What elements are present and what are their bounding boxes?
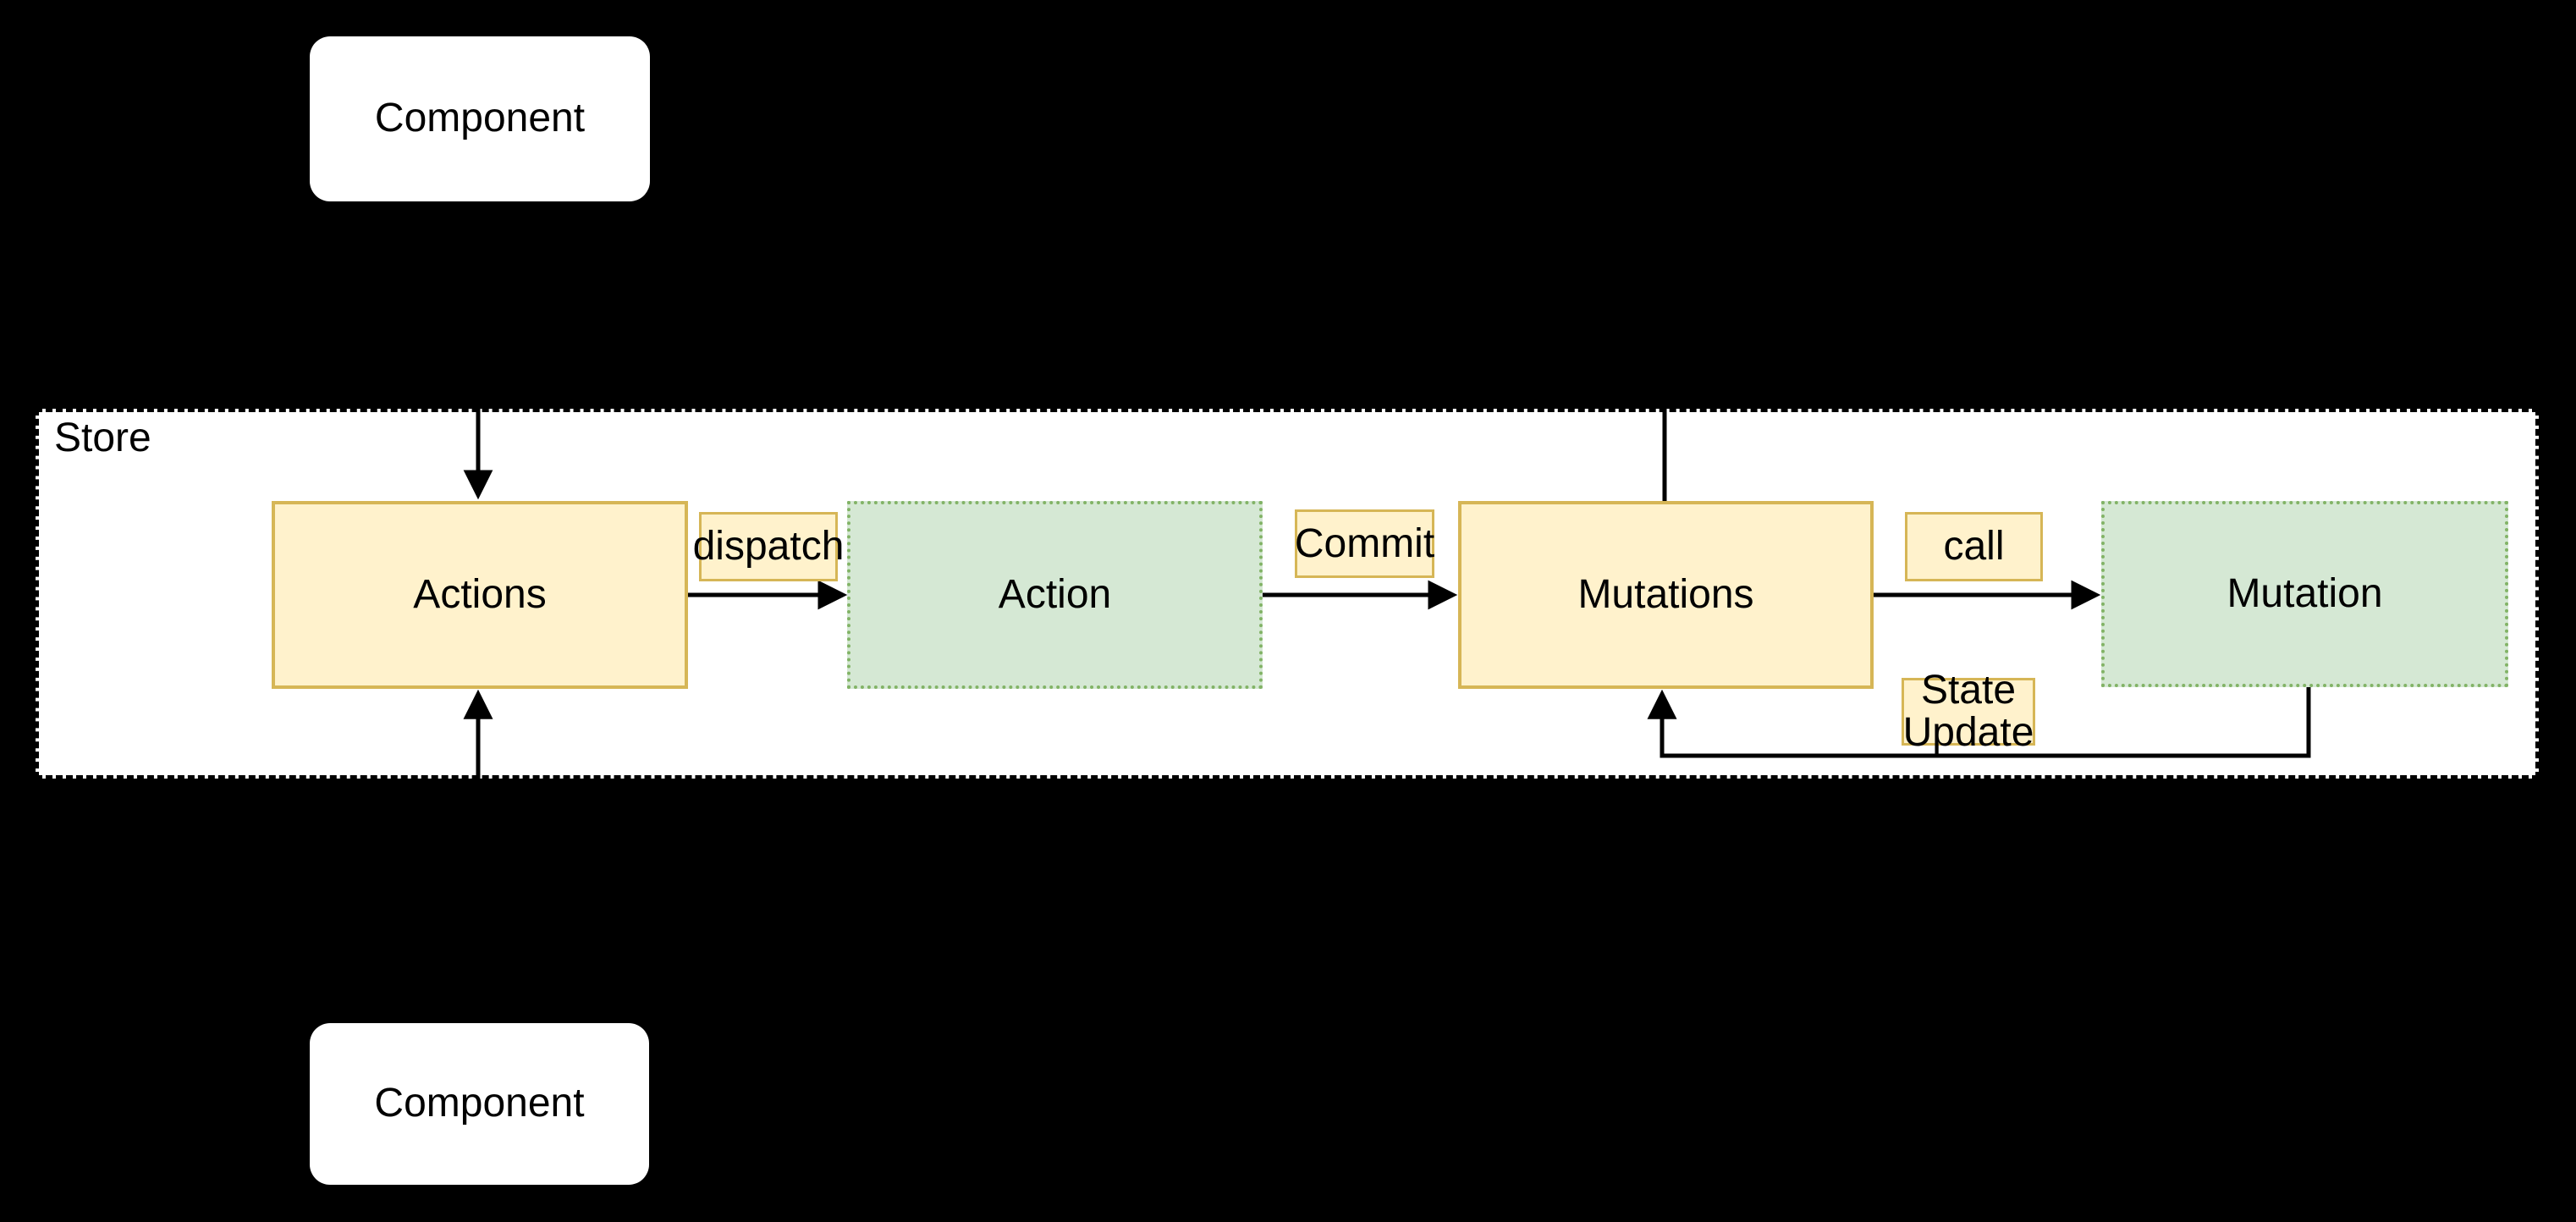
edge-label-commit: Commit [1295,509,1434,578]
node-component-top: Component [310,36,650,201]
node-component-bottom-label: Component [374,1081,585,1126]
node-action: Action [847,501,1263,689]
edge-label-state-update-line2: Update [1902,710,2034,755]
node-action-label: Action [998,571,1112,617]
node-mutation: Mutation [2101,501,2508,687]
node-component-bottom: Component [310,1023,649,1185]
node-mutations-label: Mutations [1577,571,1754,617]
node-actions-label: Actions [413,571,547,617]
edge-label-call-text: call [1943,524,2005,569]
store-label: Store [54,416,151,460]
edge-label-call: call [1905,512,2043,581]
edge-label-dispatch-text: dispatch [692,524,845,569]
edge-label-state-update: State Update [1902,669,2035,754]
edge-label-state-update-line1: State [1920,668,2017,713]
node-mutation-label: Mutation [2226,570,2383,616]
node-mutations: Mutations [1458,501,1874,689]
edge-label-dispatch: dispatch [693,512,844,581]
node-actions: Actions [272,501,688,689]
edge-label-commit-text: Commit [1294,520,1435,566]
node-component-top-label: Component [374,96,586,141]
